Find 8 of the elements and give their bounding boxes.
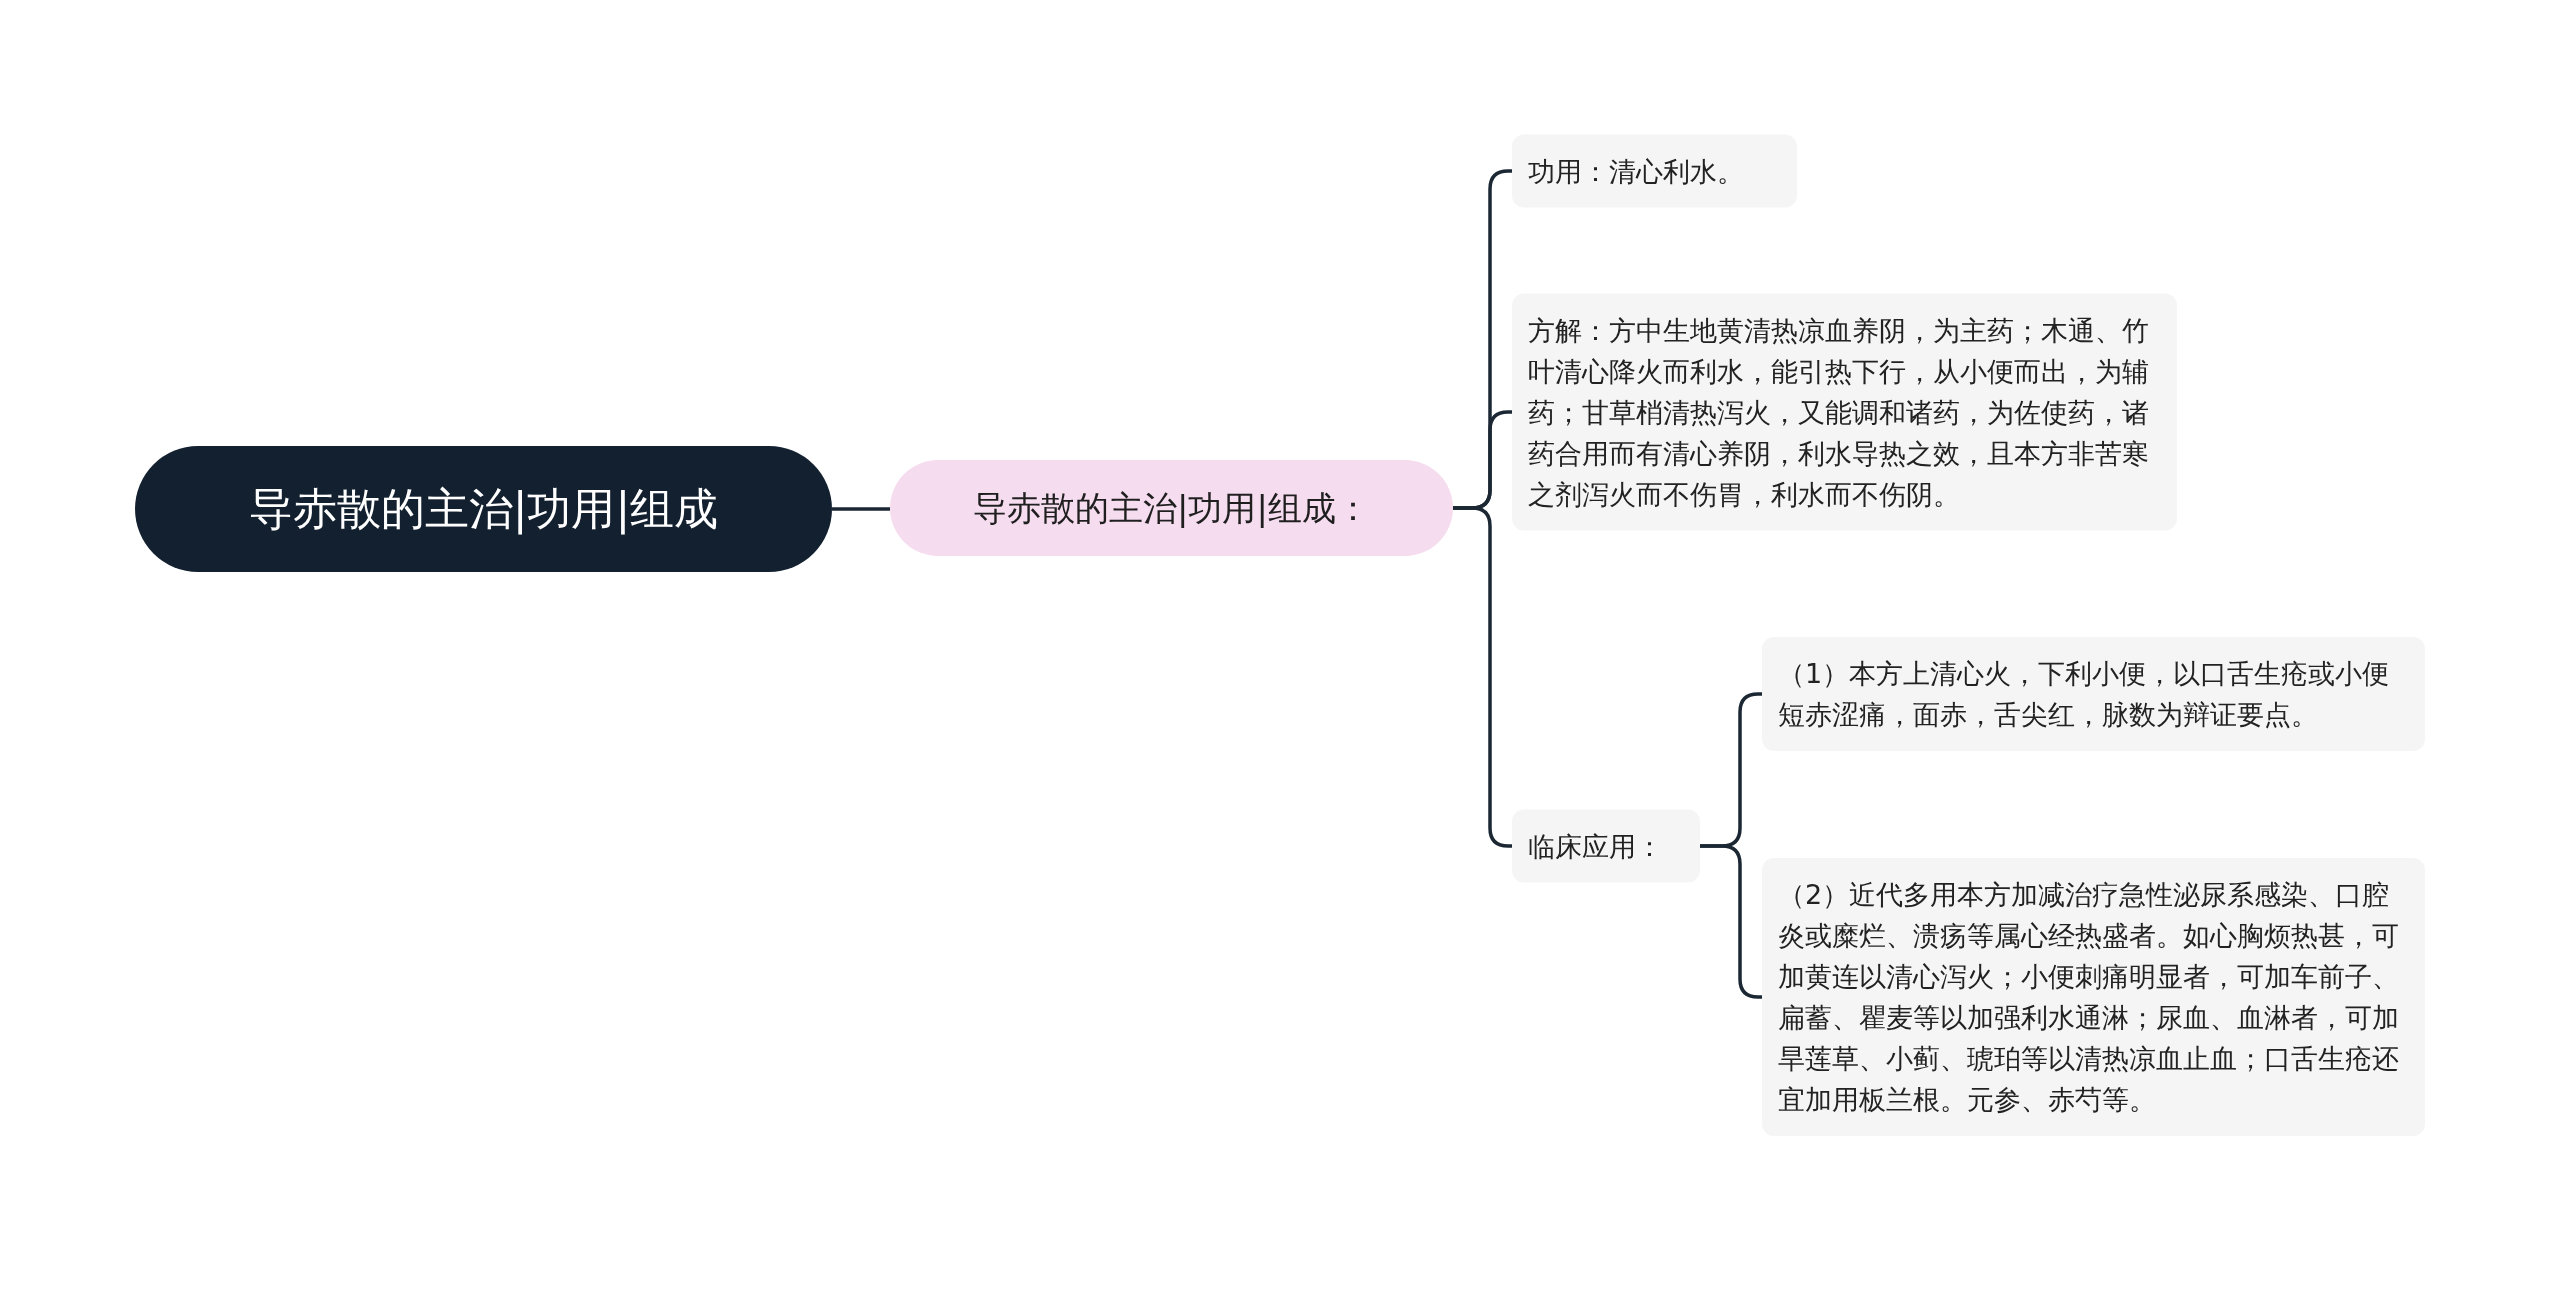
subtopic-box: （1）本方上清心火，下利小便，以口舌生疮或小便短赤涩痛，面赤，舌尖红，脉数为辩证要点。 — [1762, 637, 2425, 751]
connector-line — [832, 507, 890, 511]
subtopic-box: 方解：方中生地黄清热凉血养阴，为主药；木通、竹叶清心降火而利水，能引热下行，从小便而出，为辅药；甘草梢清热泻火，又能调和诸药，为佐使药，诸药合用而有清心养阴，利水导热之效，且本方非苦寒之剂泻火而不伤胃，利水而不伤阴。 — [1512, 293, 2177, 531]
subtopic-box: （2）近代多用本方加减治疗急性泌尿系感染、口腔炎或糜烂、溃疡等属心经热盛者。如心胸烦热甚，可加黄连以清心泻火；小便刺痛明显者，可加车前子、扁蓄、瞿麦等以加强利水通淋；尿血、血淋者，可加旱莲草、小蓟、琥珀等以清热凉血止血；口舌生疮还宜加用板兰根。元参、赤芍等。 — [1762, 858, 2425, 1136]
central-topic: 导赤散的主治|功用|组成 — [135, 446, 832, 572]
subtopic-box: 临床应用： — [1512, 809, 1700, 883]
subtopic-box: 功用：清心利水。 — [1512, 134, 1797, 208]
main-topic: 导赤散的主治|功用|组成： — [890, 460, 1453, 556]
